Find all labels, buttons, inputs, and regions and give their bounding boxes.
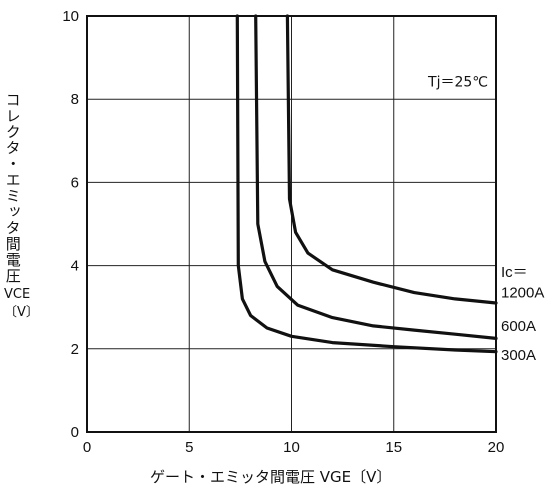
temperature-annotation: Tj＝25℃ (427, 75, 488, 91)
series-label-300A: 300A (501, 347, 536, 364)
y-tick-label: 0 (71, 424, 79, 441)
series-label-600A: 600A (501, 318, 536, 335)
x-tick-label: 20 (488, 439, 505, 456)
x-tick-label: 5 (185, 439, 193, 456)
x-axis-label: ゲート・エミッタ間電圧 VGE〔V〕 (150, 468, 392, 486)
series-labels: Ic＝ 300A 600A 1200A (501, 264, 544, 364)
y-axis-label-text: コレクタ・エミッタ間電圧 (3, 92, 22, 284)
series-line-300A (235, 14, 498, 354)
y-tick-label: 2 (71, 341, 79, 358)
y-tick-label: 4 (71, 258, 79, 275)
series-line-1200A (285, 14, 498, 305)
x-tick-label: 0 (83, 439, 91, 456)
y-axis-label: コレクタ・エミッタ間電圧 VCE 〔V〕 (3, 92, 39, 320)
series-label-1200A: 1200A (501, 285, 544, 302)
x-tick-label: 10 (283, 439, 300, 456)
series-header-label: Ic＝ (501, 264, 528, 281)
series-line-600A (254, 14, 498, 340)
tick-labels: 0 5 10 15 20 0 2 4 6 8 10 (62, 8, 504, 456)
x-tick-label: 15 (385, 439, 402, 456)
y-axis-label-symbol: VCE (4, 287, 31, 302)
y-tick-label: 6 (71, 174, 79, 191)
plot-frame (86, 15, 497, 433)
y-axis-label-unit: 〔V〕 (4, 304, 39, 320)
y-tick-label: 8 (71, 91, 79, 108)
y-tick-label: 10 (62, 8, 79, 25)
series-layer (235, 14, 498, 354)
